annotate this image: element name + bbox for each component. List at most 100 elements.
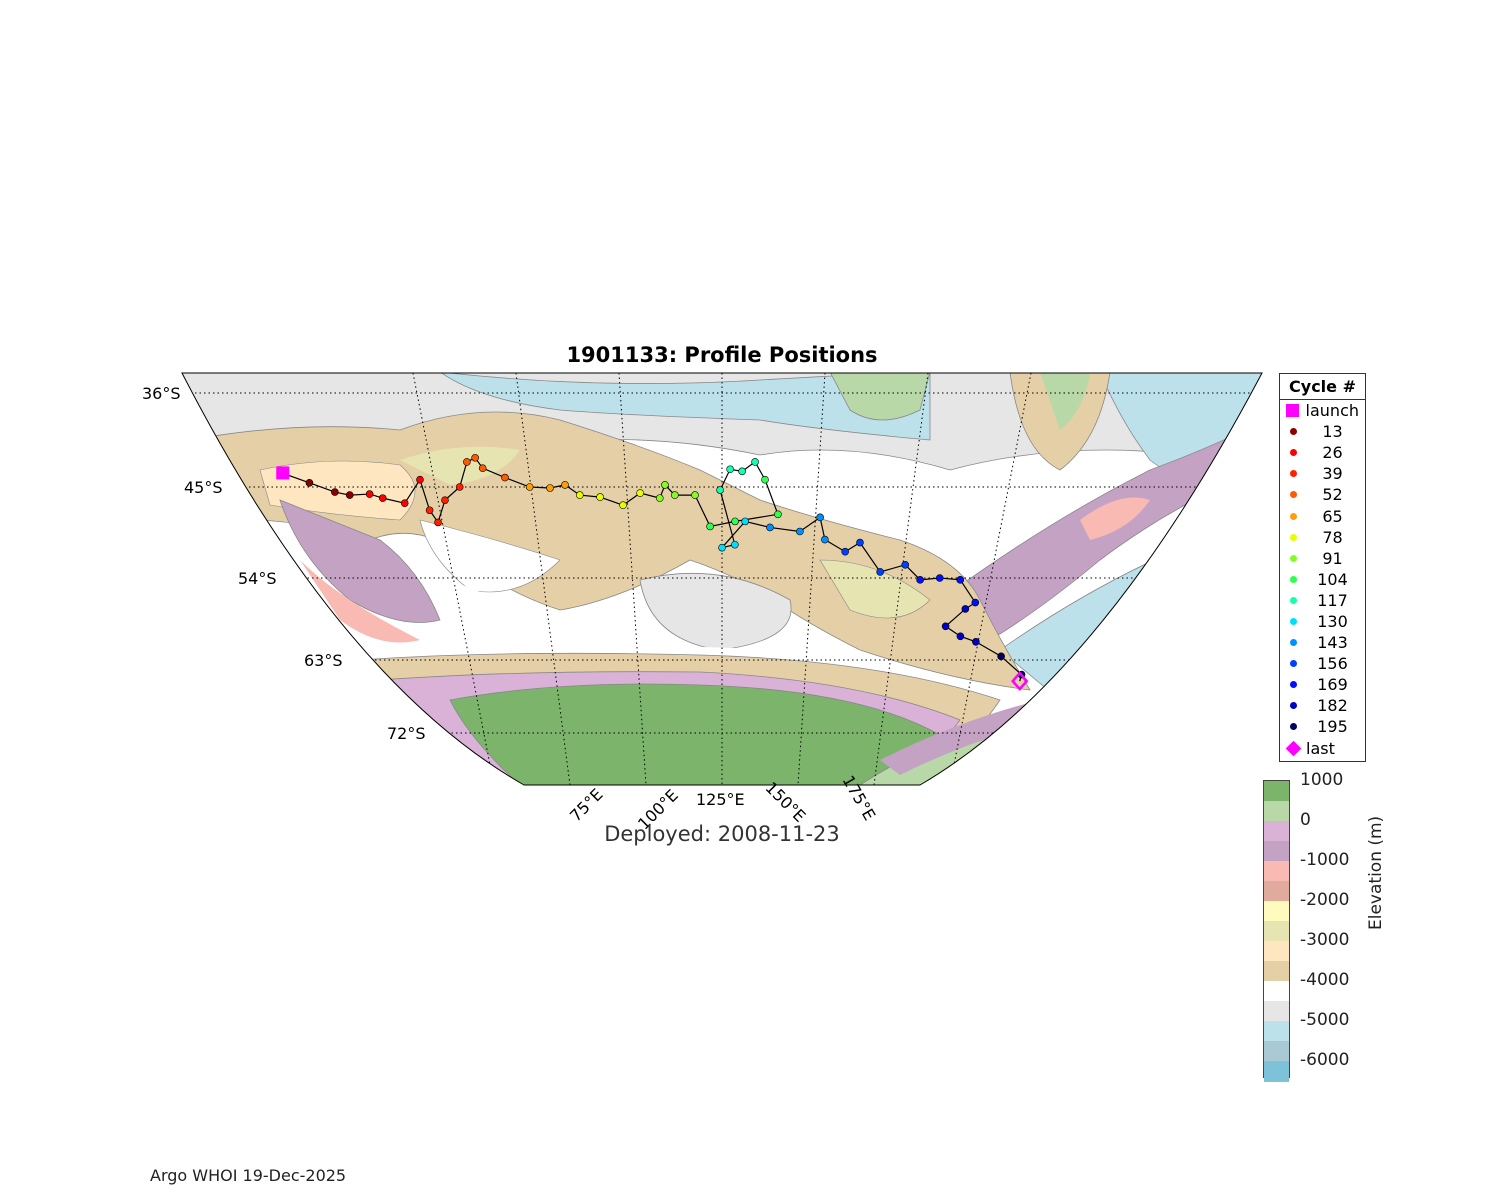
legend-item-cycle: 195 xyxy=(1280,716,1365,737)
colorbar-tick-label: -5000 xyxy=(1300,1010,1350,1030)
legend-title: Cycle # xyxy=(1280,374,1365,400)
profile-point xyxy=(796,527,804,536)
legend-item-cycle: 26 xyxy=(1280,442,1365,463)
colorbar-tick-label: 0 xyxy=(1300,810,1311,830)
profile-point xyxy=(761,475,769,484)
elevation-colorbar xyxy=(1263,780,1290,1082)
cycle-marker-icon xyxy=(1289,554,1297,562)
colorbar-band xyxy=(1264,1041,1289,1062)
colorbar-band xyxy=(1264,961,1289,982)
colorbar-band xyxy=(1264,901,1289,922)
profile-point xyxy=(738,467,746,476)
profile-point xyxy=(856,538,864,547)
cycle-marker-icon xyxy=(1289,660,1297,668)
colorbar-label: Elevation (m) xyxy=(1366,815,1386,930)
colorbar-band xyxy=(1264,781,1289,802)
profile-point xyxy=(378,494,387,502)
profile-point xyxy=(901,561,910,569)
legend-item-cycle: 39 xyxy=(1280,463,1365,484)
profile-point xyxy=(766,523,774,532)
profile-point xyxy=(916,576,924,584)
colorbar-tick-label: -4000 xyxy=(1300,970,1350,990)
legend-item-last: last xyxy=(1280,738,1365,759)
legend-item-cycle: 65 xyxy=(1280,505,1365,526)
profile-point xyxy=(956,632,965,641)
profile-point xyxy=(718,543,726,552)
profile-point xyxy=(731,517,739,526)
profile-point xyxy=(575,491,584,499)
profile-point xyxy=(972,637,980,646)
colorbar-tick-label: -6000 xyxy=(1300,1050,1350,1070)
colorbar-band xyxy=(1264,1021,1289,1042)
profile-point xyxy=(816,513,824,522)
bathymetry-layer xyxy=(182,373,1262,785)
profile-point xyxy=(400,499,409,507)
deployed-date: Deployed: 2008-11-23 xyxy=(604,822,840,846)
profile-point xyxy=(305,479,314,487)
profile-point xyxy=(997,652,1005,661)
profile-point xyxy=(345,491,354,499)
profile-point xyxy=(501,473,509,482)
colorbar-band xyxy=(1264,1061,1289,1082)
profile-point xyxy=(561,481,569,489)
profile-point xyxy=(416,475,424,484)
last-marker xyxy=(1011,671,1029,691)
map-frame xyxy=(181,372,1263,786)
profile-point xyxy=(841,547,849,556)
profile-point xyxy=(671,491,679,499)
legend-item-cycle: 13 xyxy=(1280,421,1365,442)
cycle-marker-icon xyxy=(1289,681,1297,689)
lat-label-63s: 63°S xyxy=(304,651,343,670)
profile-point xyxy=(636,489,644,497)
profile-point xyxy=(434,518,442,527)
colorbar-band xyxy=(1264,941,1289,962)
profile-point xyxy=(726,465,734,474)
colorbar-tick-label: -1000 xyxy=(1300,850,1350,870)
legend-item-cycle: 130 xyxy=(1280,611,1365,632)
cycle-marker-icon xyxy=(1289,491,1297,499)
profile-point xyxy=(425,506,434,515)
colorbar-band xyxy=(1264,841,1289,862)
profile-point xyxy=(596,493,604,501)
float-track xyxy=(276,453,1029,691)
profile-point xyxy=(661,481,669,489)
profile-point xyxy=(365,490,374,498)
graticule xyxy=(182,373,1262,785)
colorbar-band xyxy=(1264,1001,1289,1022)
profile-point xyxy=(774,510,782,519)
profile-point xyxy=(478,464,487,473)
profile-point xyxy=(876,568,884,576)
profile-point xyxy=(331,488,339,496)
profile-point xyxy=(935,574,944,582)
cycle-marker-icon xyxy=(1289,428,1297,436)
legend-item-cycle: 104 xyxy=(1280,569,1365,590)
legend-item-cycle: 156 xyxy=(1280,653,1365,674)
profile-point xyxy=(655,494,664,502)
profile-point xyxy=(525,483,534,491)
colorbar-band xyxy=(1264,861,1289,882)
cycle-marker-icon xyxy=(1289,617,1297,625)
legend-item-cycle: 143 xyxy=(1280,632,1365,653)
colorbar-band xyxy=(1264,881,1289,902)
legend-item-cycle: 78 xyxy=(1280,527,1365,548)
cycle-marker-icon xyxy=(1289,639,1297,647)
profile-point xyxy=(751,458,759,466)
profile-point xyxy=(455,483,464,491)
profile-point xyxy=(956,576,965,584)
lat-label-45s: 45°S xyxy=(184,478,223,497)
footer-credit: Argo WHOI 19-Dec-2025 xyxy=(150,1166,347,1185)
last-diamond-icon xyxy=(1285,740,1301,756)
colorbar-tick-label: 1000 xyxy=(1300,770,1344,790)
profile-point xyxy=(463,458,471,466)
colorbar-tick-label: -3000 xyxy=(1300,930,1350,950)
lat-label-72s: 72°S xyxy=(387,724,426,743)
legend-item-cycle: 182 xyxy=(1280,695,1365,716)
profile-point xyxy=(961,605,970,613)
legend-item-launch: launch xyxy=(1280,400,1365,421)
colorbar-band xyxy=(1264,921,1289,942)
cycle-marker-icon xyxy=(1289,575,1297,583)
cycle-marker-icon xyxy=(1289,449,1297,457)
legend-item-cycle: 52 xyxy=(1280,484,1365,505)
cycle-marker-icon xyxy=(1289,723,1297,731)
